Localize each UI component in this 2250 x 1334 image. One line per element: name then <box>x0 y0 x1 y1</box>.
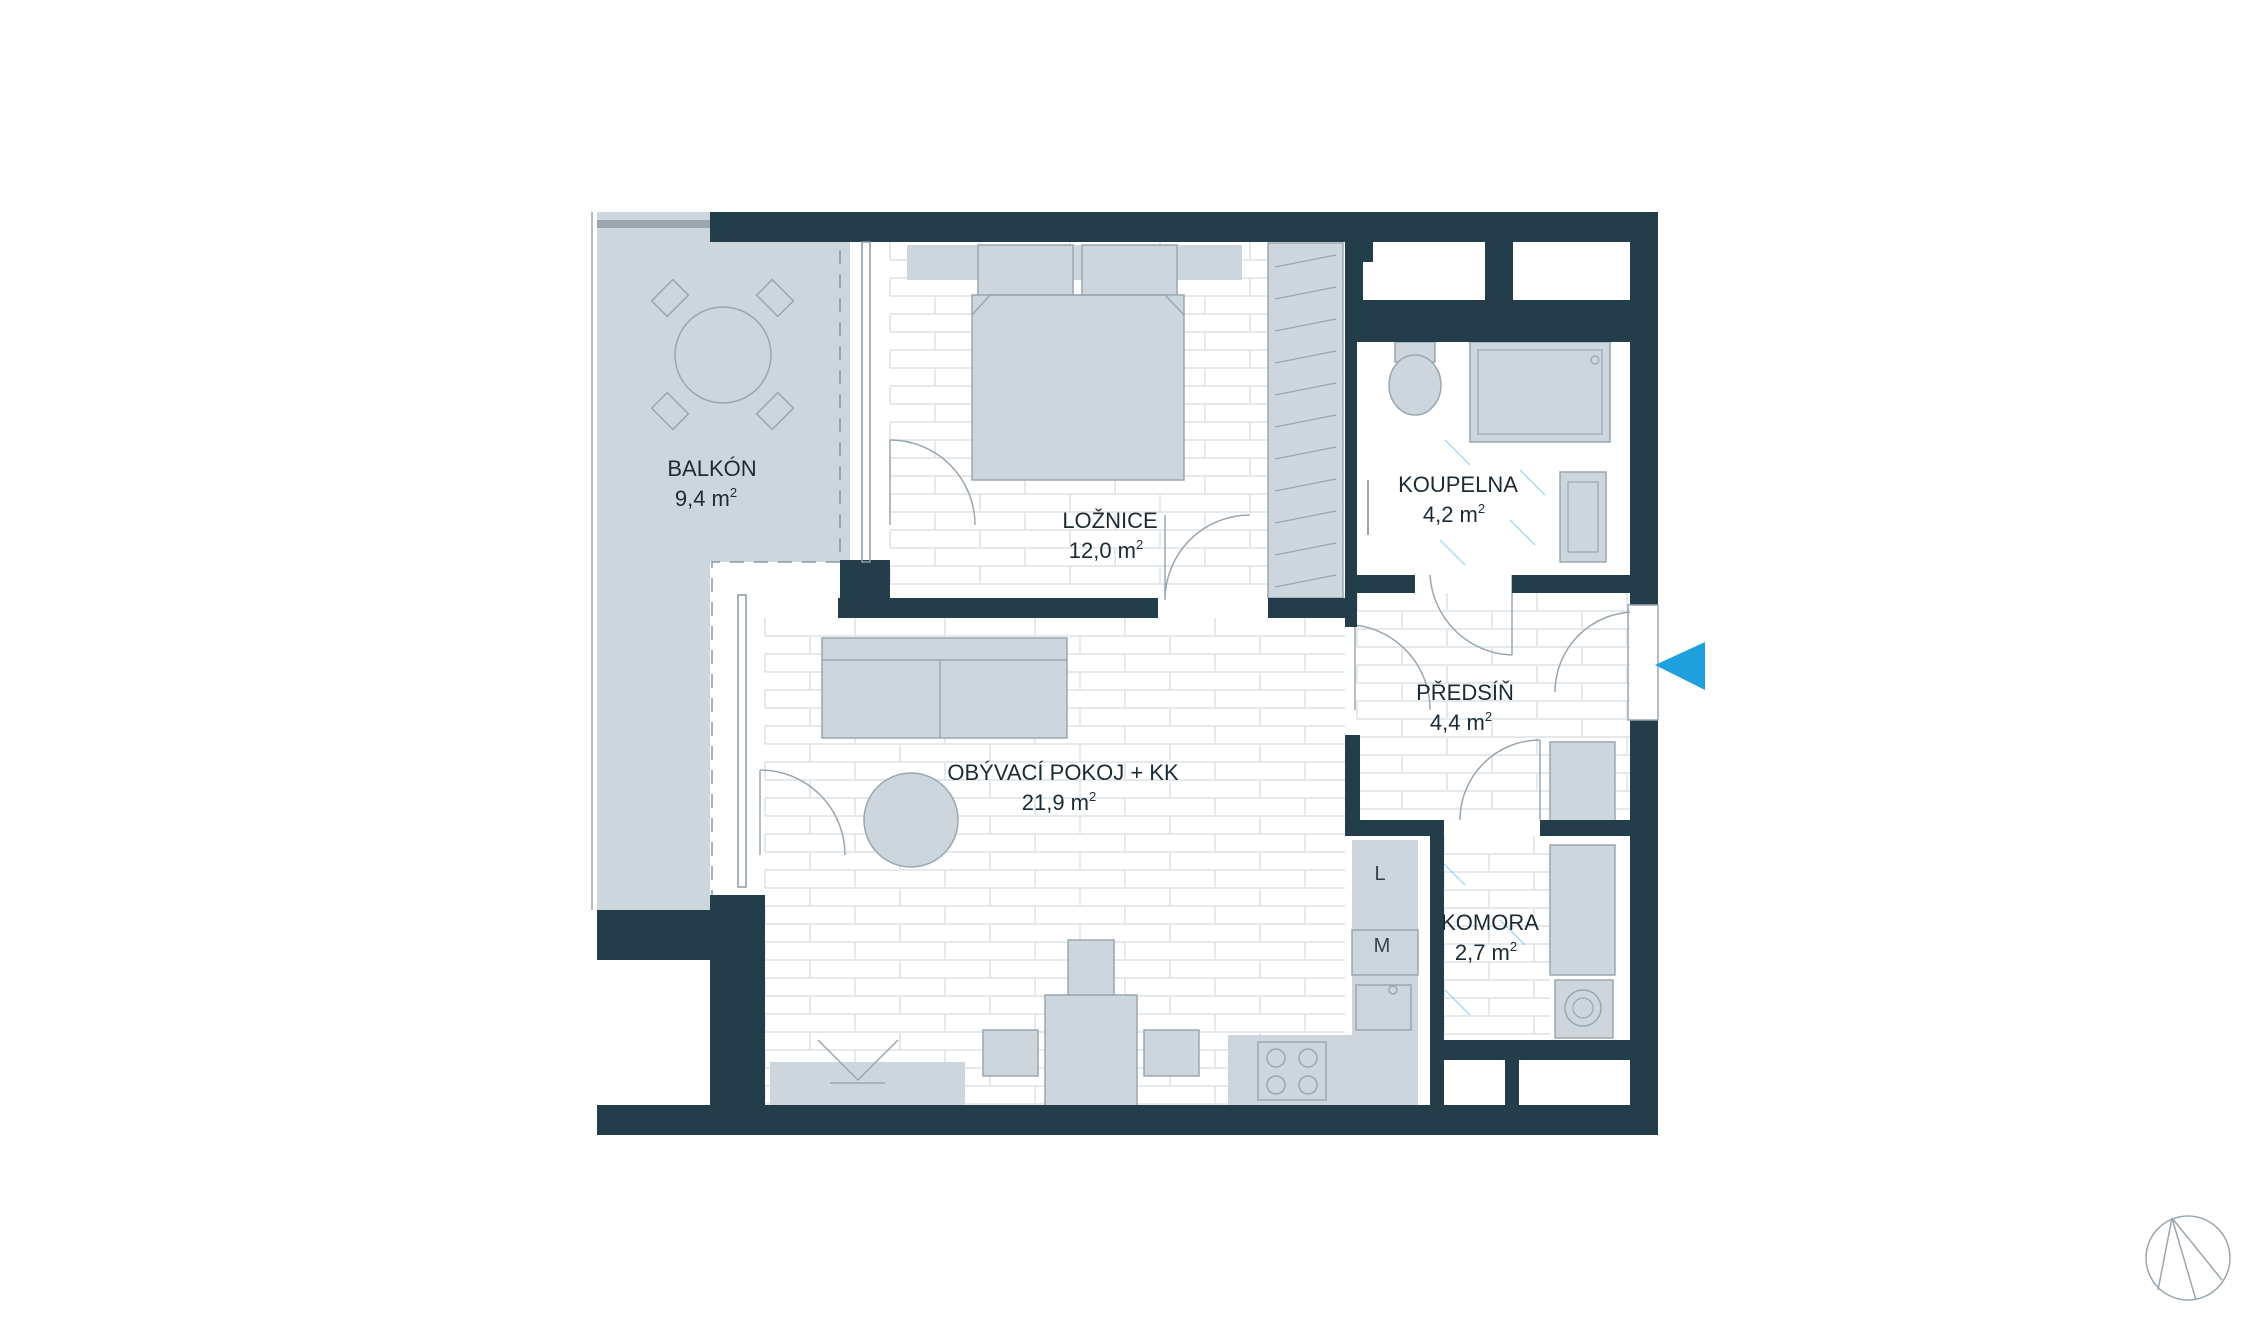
microwave-label: M <box>1374 935 1391 957</box>
hall-cabinet <box>1549 741 1616 1039</box>
room-obyvaci: OBÝVACÍ POKOJ + KK 21,9 m2 <box>947 760 1179 815</box>
entrance-arrow-icon <box>1655 642 1705 690</box>
hanger-mark <box>1274 574 1337 588</box>
hanger-mark <box>1274 478 1337 492</box>
room-predsin: PŘEDSÍŇ 4,4 m2 <box>1416 680 1514 735</box>
hanger-mark <box>1274 414 1337 428</box>
svg-text:4,2 m2: 4,2 m2 <box>1423 501 1485 527</box>
room-koupelna: KOUPELNA 4,2 m2 <box>1398 472 1518 527</box>
hanger-mark <box>1274 382 1337 396</box>
hanger-mark <box>1274 542 1337 556</box>
room-loznice: LOŽNICE 12,0 m2 <box>1062 508 1157 563</box>
balcony-dashed-edge <box>711 250 841 900</box>
entrance-door[interactable] <box>1627 604 1659 721</box>
hanger-mark <box>1274 446 1337 460</box>
room-komora: KOMORA 2,7 m2 <box>1441 910 1539 965</box>
svg-text:4,4 m2: 4,4 m2 <box>1430 709 1492 735</box>
svg-text:21,9 m2: 21,9 m2 <box>1022 789 1097 815</box>
door-swings <box>759 439 1636 856</box>
svg-text:9,4 m2: 9,4 m2 <box>675 485 737 511</box>
bathroom-fixtures <box>1367 341 1611 563</box>
room-balkon: BALKÓN 9,4 m2 <box>667 456 756 511</box>
hanger-mark <box>1274 350 1337 364</box>
svg-text:12,0 m2: 12,0 m2 <box>1069 537 1144 563</box>
hanger-mark <box>1274 286 1337 300</box>
hanger-mark <box>1274 318 1337 332</box>
svg-text:BALKÓN: BALKÓN <box>667 456 756 481</box>
hanger-mark <box>1274 254 1337 268</box>
bedroom-furniture <box>907 242 1344 599</box>
balcony-rail <box>597 220 710 228</box>
svg-text:KOUPELNA: KOUPELNA <box>1398 472 1518 497</box>
svg-text:OBÝVACÍ POKOJ + KK: OBÝVACÍ POKOJ + KK <box>947 760 1179 785</box>
balcony-floor-lower <box>597 560 710 910</box>
living-room-furniture <box>770 637 1200 1111</box>
bathroom-tile-marks <box>1439 439 1546 1016</box>
north-compass-icon <box>2145 1215 2231 1301</box>
svg-text:2,7 m2: 2,7 m2 <box>1455 939 1517 965</box>
kitchen-counter <box>1228 840 1419 1110</box>
svg-text:LOŽNICE: LOŽNICE <box>1062 508 1157 533</box>
walls <box>597 212 1658 1135</box>
svg-text:KOMORA: KOMORA <box>1441 910 1539 935</box>
windows <box>737 241 871 888</box>
svg-text:PŘEDSÍŇ: PŘEDSÍŇ <box>1416 680 1514 705</box>
hanger-mark <box>1274 510 1337 524</box>
balcony-table-set <box>650 278 795 431</box>
fridge-label: L <box>1374 863 1385 885</box>
